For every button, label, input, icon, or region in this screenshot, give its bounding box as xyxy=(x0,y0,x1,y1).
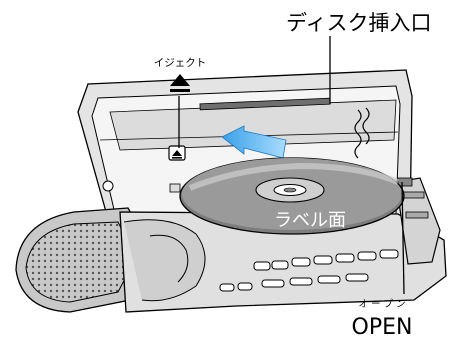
eject-icon xyxy=(170,74,190,92)
insert-arrow-icon xyxy=(221,125,287,159)
leader-lines xyxy=(178,36,405,295)
disc-slot-label: ディスク挿入口 xyxy=(286,11,432,35)
open-ruby-label: オ ー プ ン xyxy=(358,299,405,310)
eject-caption: イジェクト xyxy=(154,57,207,69)
compact-disc xyxy=(179,157,405,235)
open-label: OPEN xyxy=(352,315,413,340)
eject-button[interactable] xyxy=(168,145,186,161)
main-unit-body xyxy=(15,177,447,313)
disc-label-text: ラベル面 xyxy=(274,210,346,231)
front-button-row xyxy=(219,249,399,292)
